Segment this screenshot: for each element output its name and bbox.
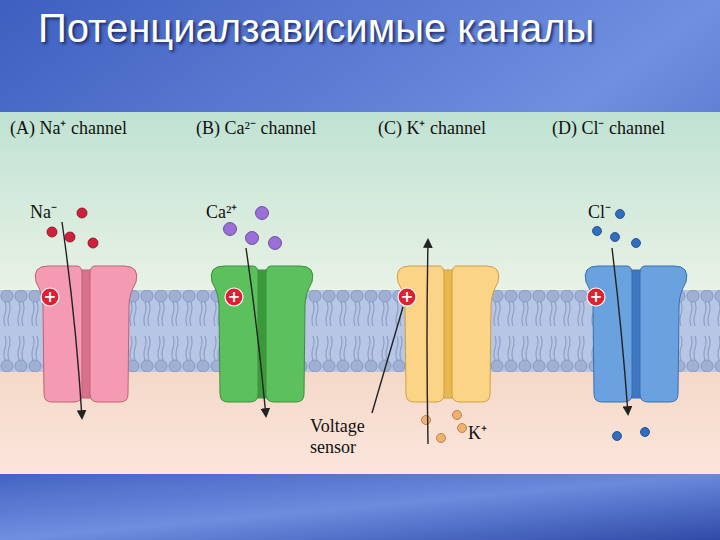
charge-sign: +	[225, 288, 243, 306]
charge-sign: +	[41, 288, 59, 306]
ion-label: Na⁻	[30, 199, 57, 223]
charge-sign: +	[587, 288, 605, 306]
channel-heading: (A) Na⁺ channel	[10, 118, 164, 139]
channel-heading: (B) Ca²⁻ channel	[196, 118, 360, 139]
callout-label: Voltage sensor	[310, 416, 406, 458]
charge-sign: +	[398, 288, 416, 306]
channel-heading: (C) K⁺ channel	[378, 118, 532, 139]
ion-label: Cl⁻	[588, 199, 611, 223]
slide-title: Потенциалзависимые каналы	[38, 6, 594, 51]
ion-label: K⁺	[468, 420, 487, 444]
channel-heading: (D) Cl⁻ channel	[552, 118, 716, 139]
ion-label: Ca²⁺	[206, 199, 237, 223]
